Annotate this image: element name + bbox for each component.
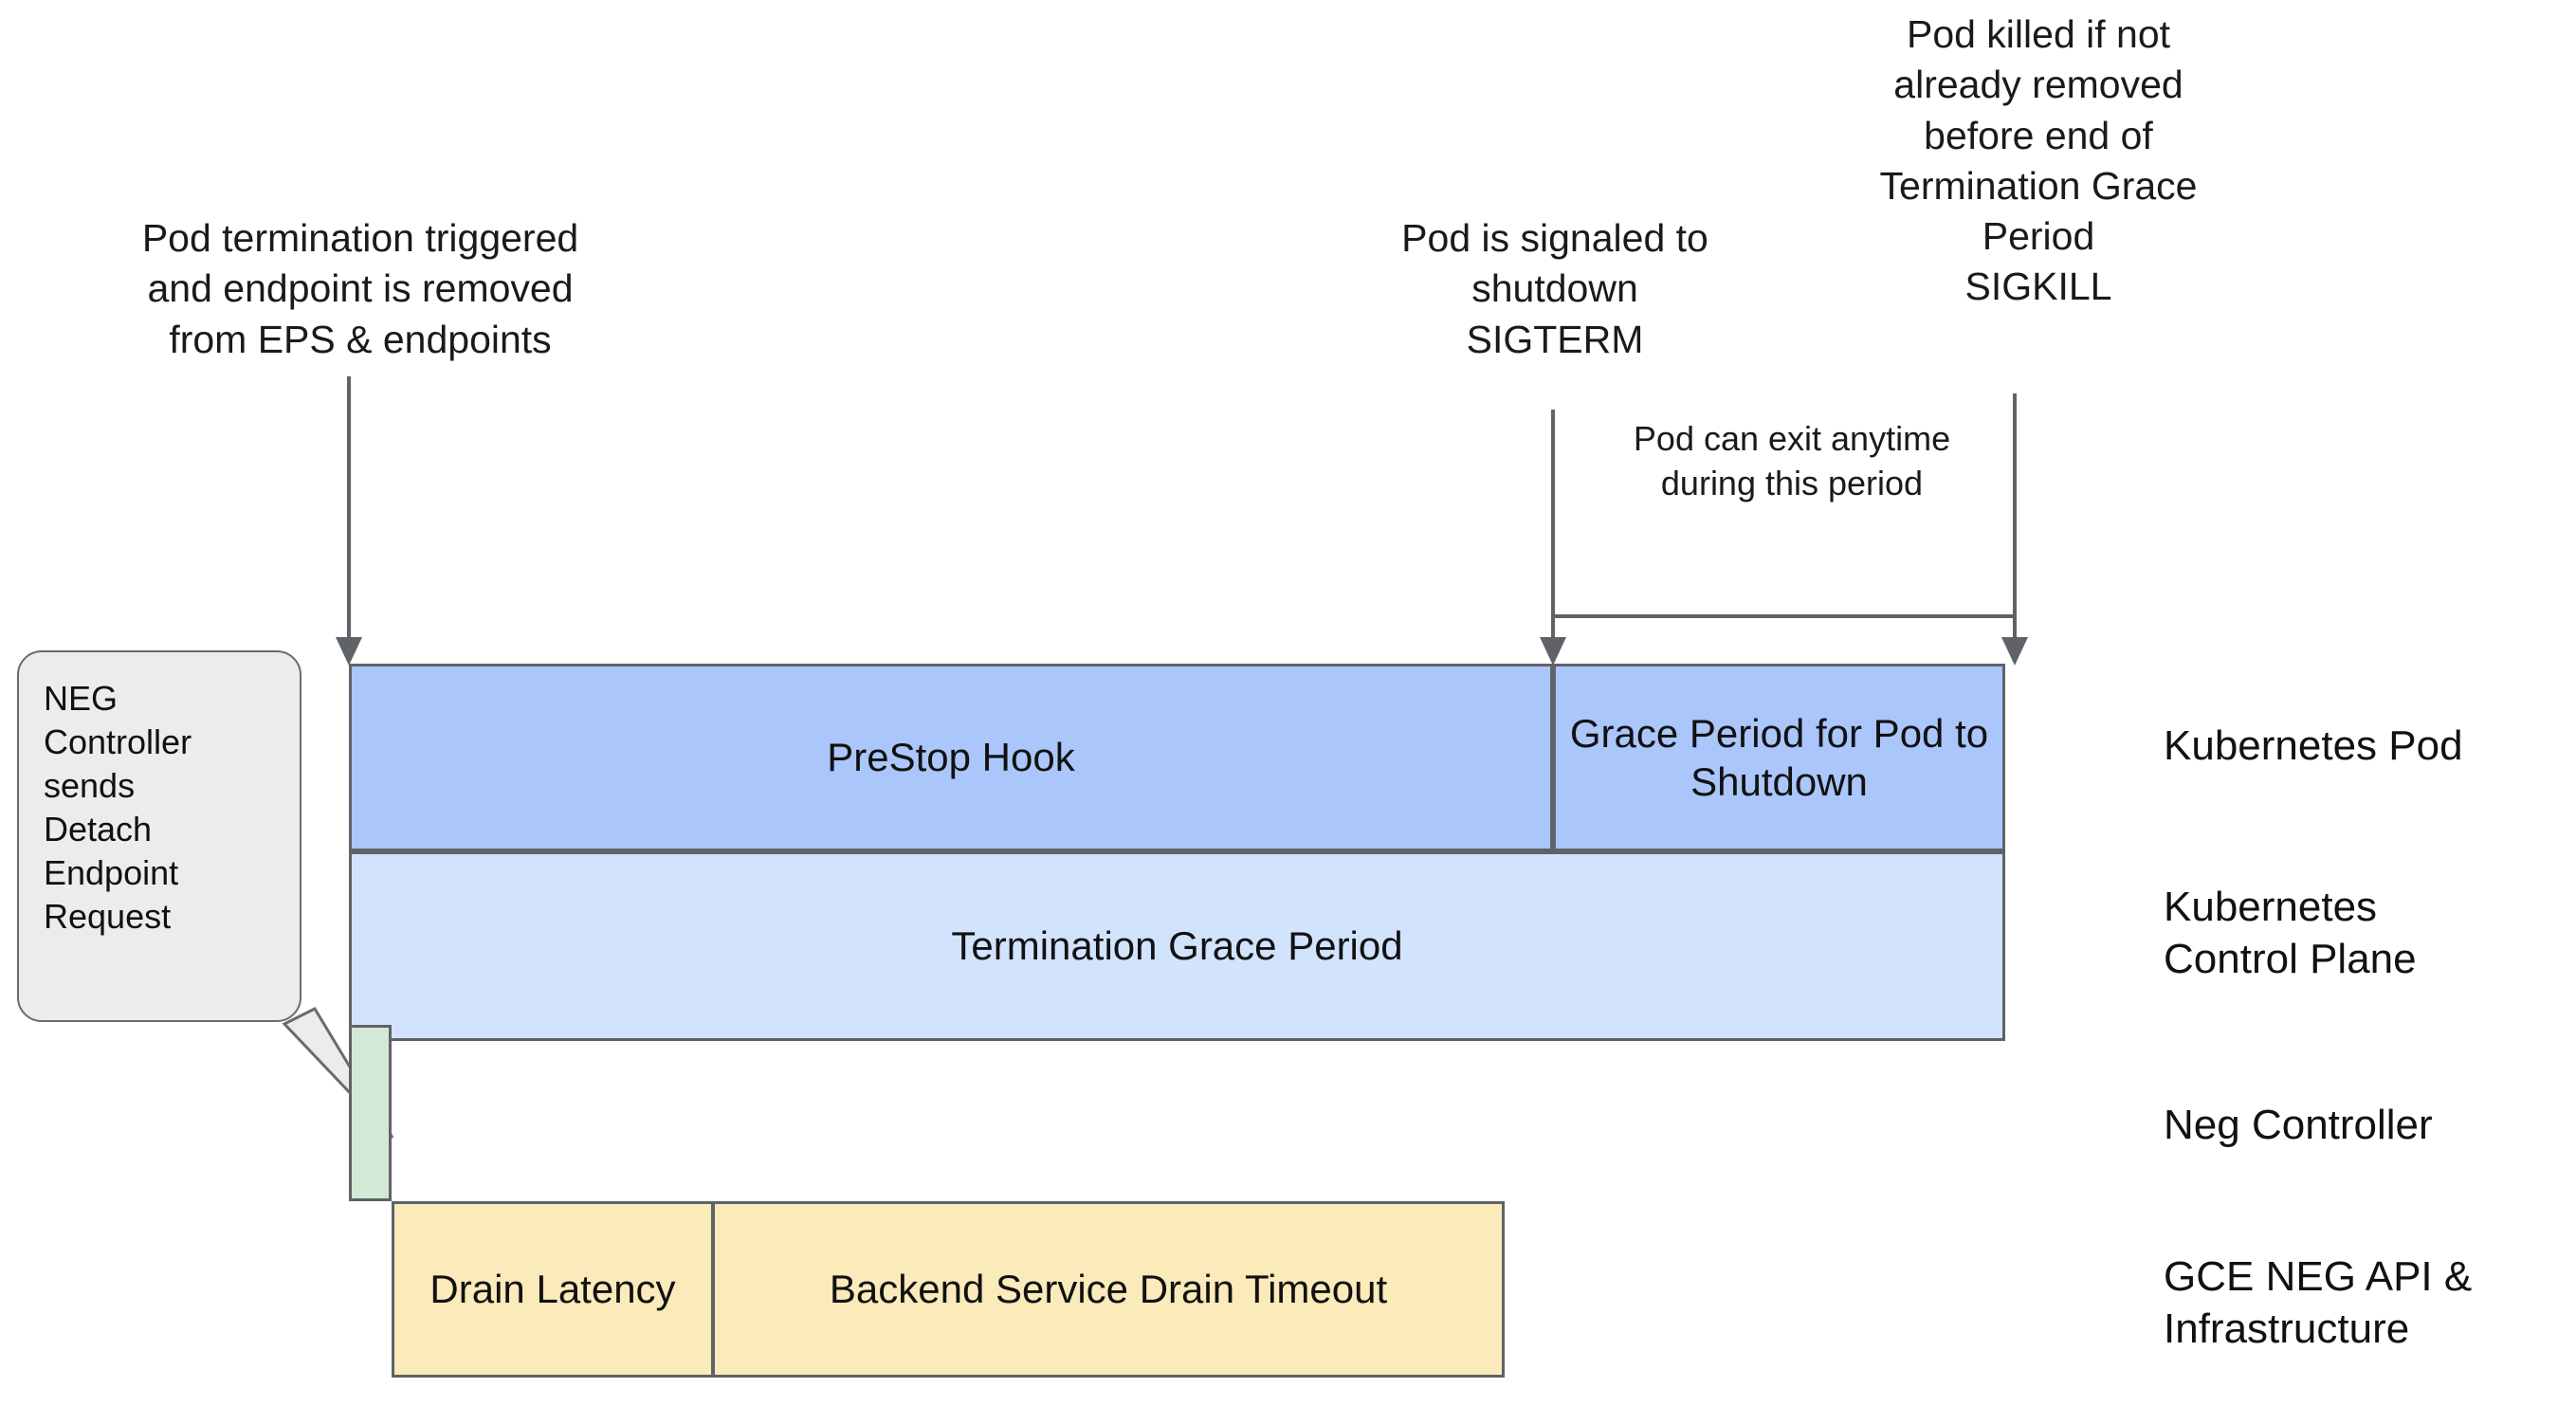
bar-neg-controller[interactable]: [349, 1025, 392, 1201]
bar-grace-period[interactable]: Grace Period for Pod to Shutdown: [1553, 664, 2005, 851]
annotation-pod-termination: Pod termination triggered and endpoint i…: [141, 216, 579, 361]
legend-kubernetes-pod: Kubernetes Pod: [2164, 722, 2463, 769]
annotation-sigkill: Pod killed if not already removed before…: [1879, 12, 2198, 309]
legend-gce-neg-api: GCE NEG API & Infrastructure: [2164, 1253, 2473, 1352]
bar-drain-latency[interactable]: Drain Latency: [392, 1201, 714, 1378]
annotation-sigterm: Pod is signaled to shutdown SIGTERM: [1401, 216, 1708, 361]
bar-termination-grace-period[interactable]: Termination Grace Period: [349, 851, 2005, 1041]
neg-controller-callout: NEG Controller sends Detach Endpoint Req…: [17, 650, 301, 1022]
legend-kubernetes-control-plane: Kubernetes Control Plane: [2164, 884, 2417, 982]
legend-neg-controller: Neg Controller: [2164, 1102, 2433, 1148]
bar-prestop-hook[interactable]: PreStop Hook: [349, 664, 1553, 851]
bar-backend-service-drain-timeout[interactable]: Backend Service Drain Timeout: [712, 1201, 1505, 1378]
annotation-pod-can-exit: Pod can exit anytime during this period: [1633, 419, 1951, 502]
